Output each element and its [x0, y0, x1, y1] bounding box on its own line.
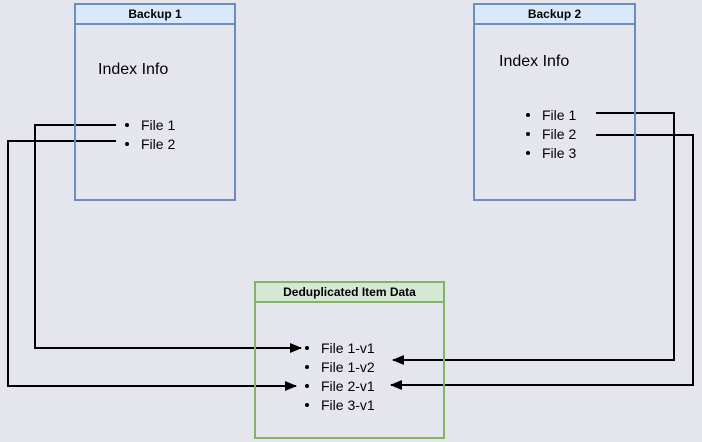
- backup2-file-2: File 2: [542, 125, 577, 142]
- deduplicated-item-data-box: Deduplicated Item Data File 1-v1 File 1-…: [254, 281, 445, 439]
- backup2-index-info-label: Index Info: [499, 53, 570, 70]
- backup1-box: Backup 1 Index Info File 1 File 2: [74, 3, 236, 201]
- list-item: File 1: [526, 105, 576, 124]
- list-item: File 1-v2: [305, 357, 375, 376]
- list-item: File 2-v1: [305, 376, 375, 395]
- dedup-item-file-3-v1: File 3-v1: [321, 396, 375, 413]
- backup1-file-2: File 2: [141, 135, 176, 152]
- dedup-item-file-1-v2: File 1-v2: [321, 358, 375, 375]
- backup2-file-list: File 1 File 2 File 3: [526, 105, 576, 162]
- bullet-icon: [305, 402, 309, 407]
- bullet-icon: [526, 150, 530, 155]
- backup1-file-1: File 1: [141, 116, 176, 133]
- backup2-box: Backup 2 Index Info File 1 File 2 File 3: [473, 3, 636, 201]
- list-item: File 3: [526, 143, 576, 162]
- bullet-icon: [305, 383, 309, 388]
- list-item: File 1-v1: [305, 338, 375, 357]
- dedup-item-list: File 1-v1 File 1-v2 File 2-v1 File 3-v1: [305, 338, 375, 414]
- bullet-icon: [125, 141, 129, 146]
- bullet-icon: [526, 112, 530, 117]
- list-item: File 1: [125, 115, 175, 134]
- backup1-file-list: File 1 File 2: [125, 115, 175, 153]
- list-item: File 2: [526, 124, 576, 143]
- dedup-item-file-2-v1: File 2-v1: [321, 377, 375, 394]
- backup2-file-3: File 3: [542, 144, 577, 161]
- dedup-title: Deduplicated Item Data: [256, 283, 443, 303]
- backup2-title: Backup 2: [475, 5, 634, 25]
- list-item: File 2: [125, 134, 175, 153]
- backup1-index-info-label: Index Info: [98, 61, 169, 78]
- backup1-title: Backup 1: [76, 5, 234, 25]
- bullet-icon: [526, 131, 530, 136]
- bullet-icon: [125, 122, 129, 127]
- dedup-item-file-1-v1: File 1-v1: [321, 339, 375, 356]
- list-item: File 3-v1: [305, 395, 375, 414]
- bullet-icon: [305, 345, 309, 350]
- backup2-file-1: File 1: [542, 106, 577, 123]
- bullet-icon: [305, 364, 309, 369]
